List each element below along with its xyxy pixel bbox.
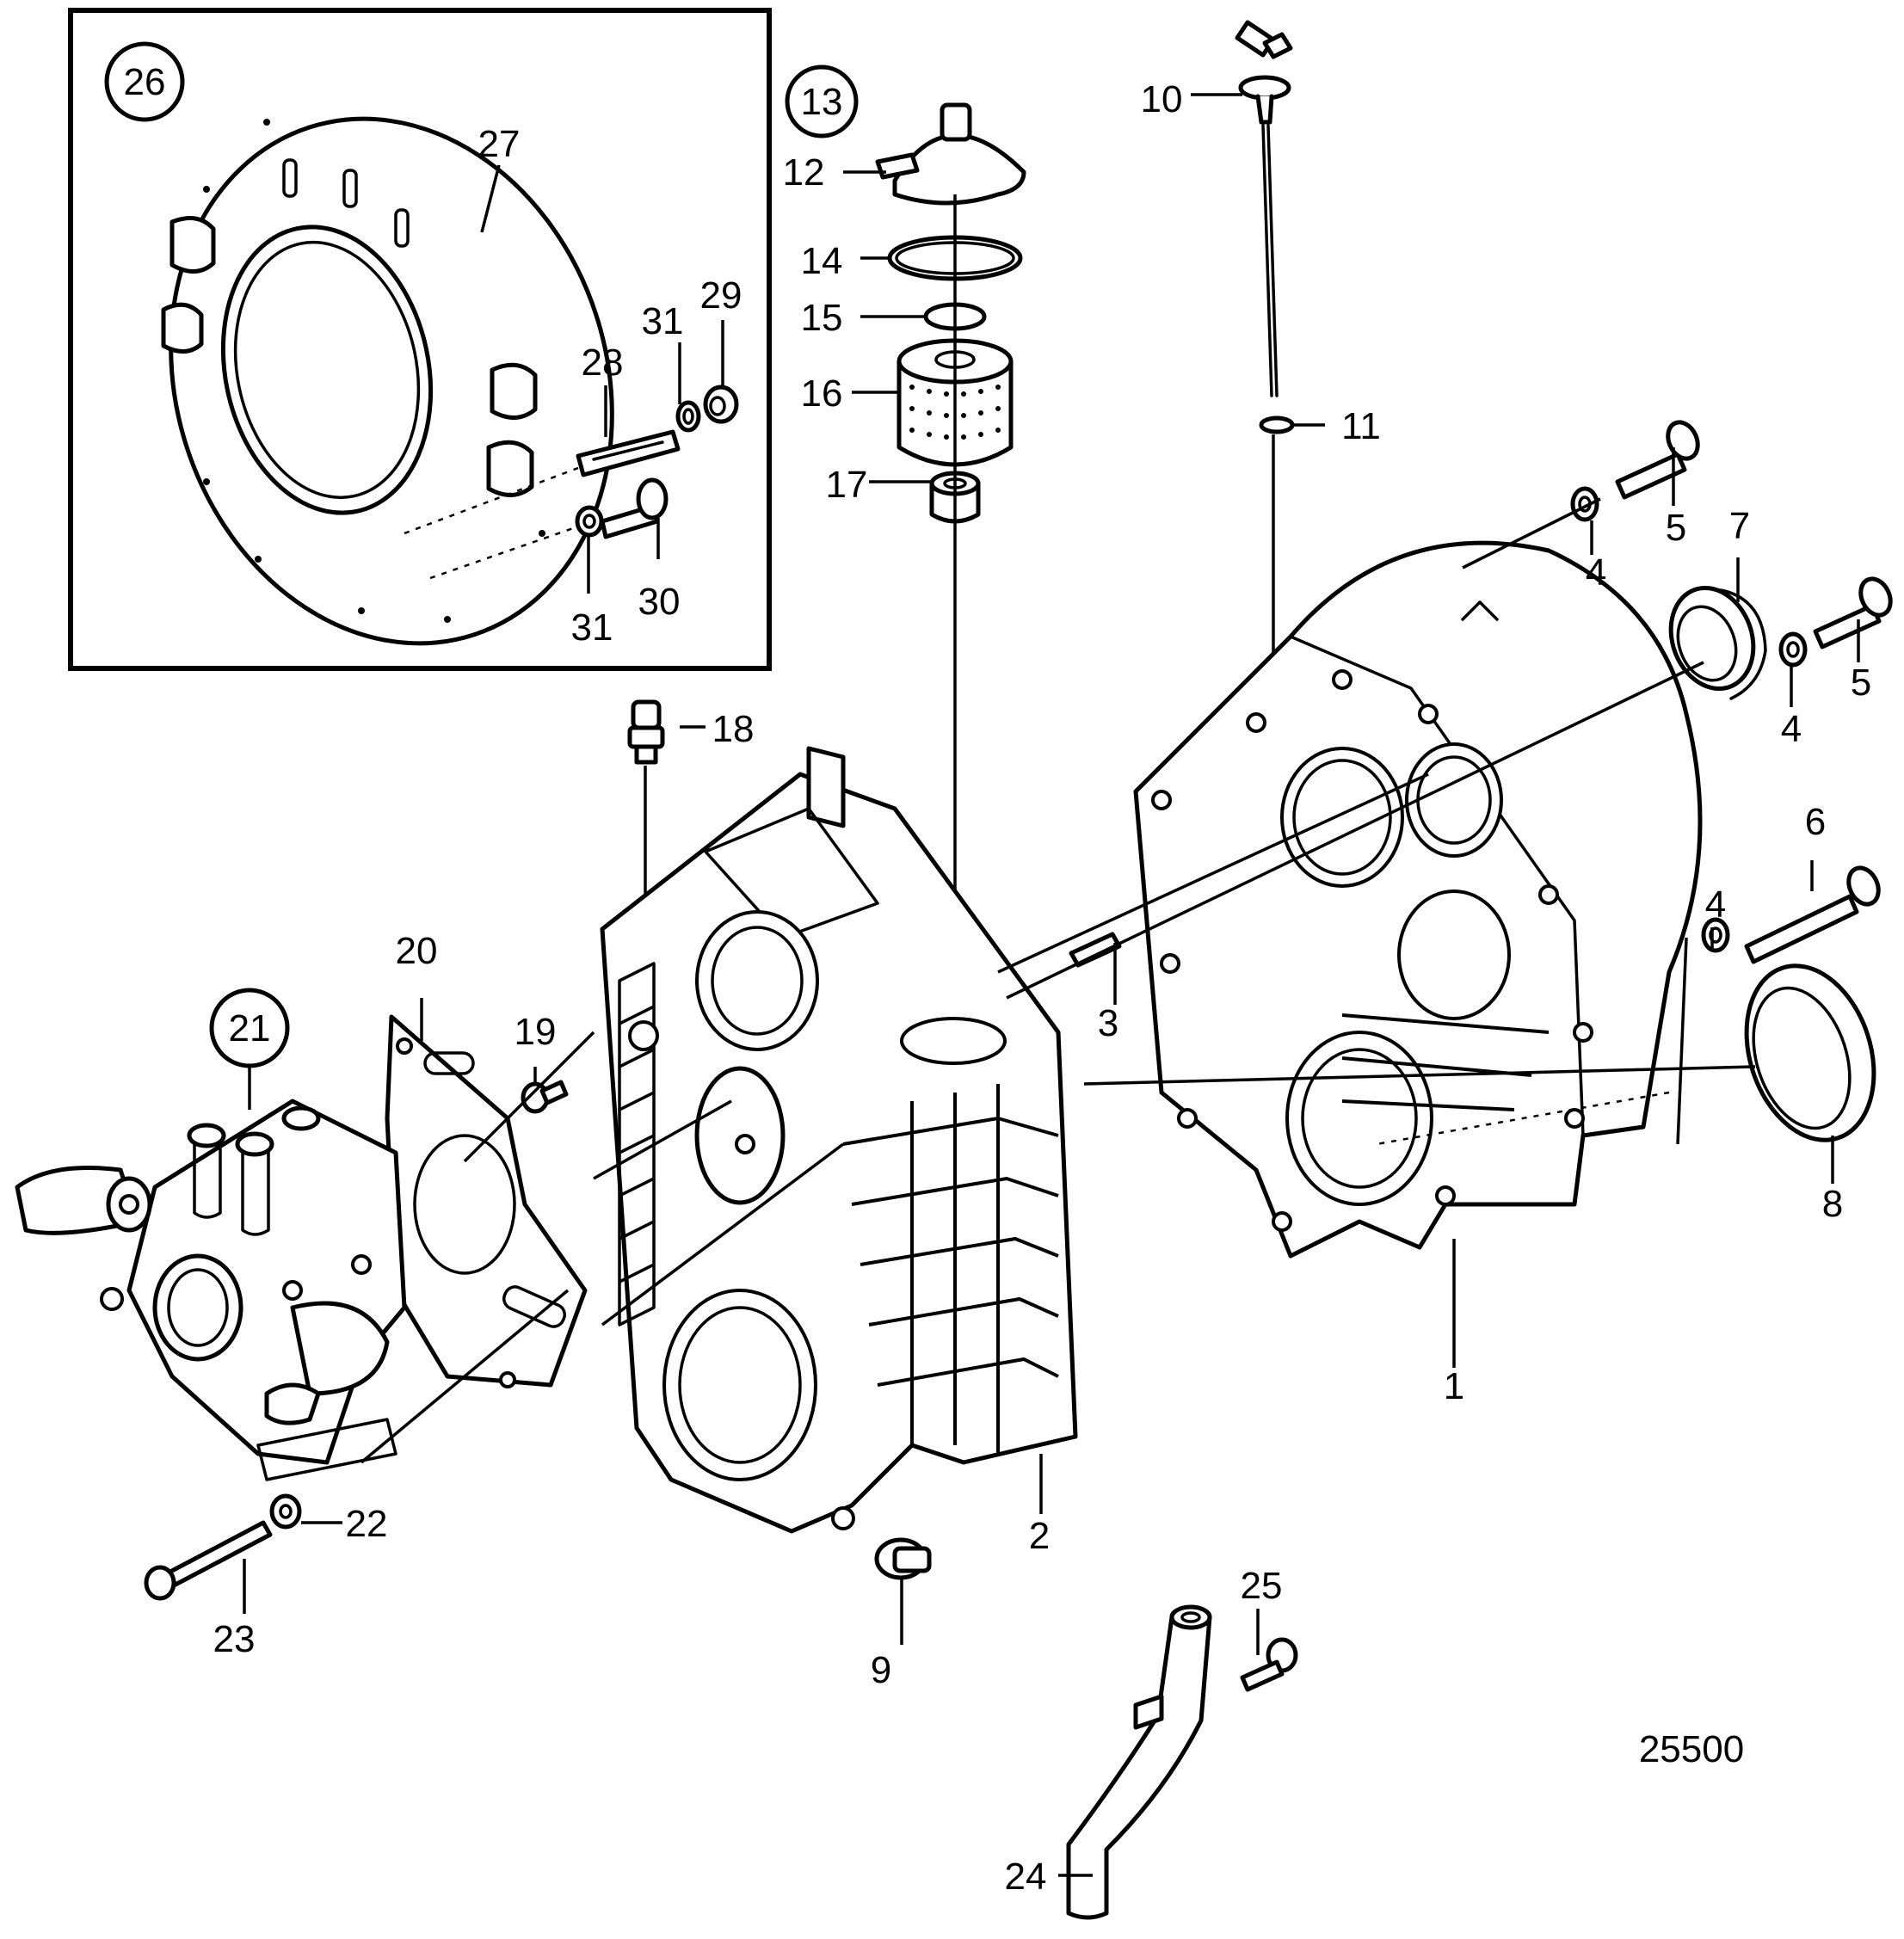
- filter-cover-part-12: [875, 102, 1026, 206]
- callout-leaders: [243, 93, 1860, 1877]
- adapter-plate-part-27: [161, 116, 614, 646]
- callout-circle-21: [209, 988, 290, 1068]
- washer-part-4-low: [1701, 917, 1730, 953]
- bolt-part-6: [1744, 865, 1881, 964]
- callout-labels: 1 2 3 4 4 4 5 5 6 7 8 9 10 11 12 13 14 1…: [124, 61, 1872, 1898]
- callout-25: 25: [1241, 1565, 1283, 1607]
- callout-27: 27: [478, 123, 521, 165]
- plug-part-9: [874, 1537, 932, 1580]
- bolt-part-30: [600, 477, 669, 539]
- callout-12: 12: [783, 151, 825, 194]
- callout-24: 24: [1005, 1856, 1047, 1898]
- callout-4-mid: 4: [1781, 708, 1802, 750]
- callout-9: 9: [871, 1649, 891, 1691]
- assembly-lines: [360, 497, 1756, 1464]
- callout-2: 2: [1029, 1515, 1050, 1557]
- seal-part-7: [1668, 585, 1767, 700]
- callout-14: 14: [801, 240, 843, 282]
- cap-nut-part-29: [703, 385, 739, 424]
- seal-ring-part-8: [1744, 963, 1876, 1142]
- valve-block-part-21: [15, 1099, 407, 1481]
- washer-part-22: [269, 1493, 302, 1530]
- flywheel-housing-part-1: [1133, 540, 1703, 1259]
- dowel-pin-part-3: [1069, 932, 1122, 968]
- dipstick-part-10: [1235, 20, 1293, 397]
- callout-20: 20: [396, 930, 438, 972]
- callout-8: 8: [1822, 1183, 1843, 1225]
- callout-29: 29: [700, 274, 742, 317]
- washer-part-31-lower: [575, 505, 604, 538]
- callout-21: 21: [229, 1007, 271, 1050]
- bolt-part-5-mid: [1813, 576, 1893, 649]
- housing-part-2: [600, 746, 1078, 1534]
- stud-part-28: [576, 429, 681, 477]
- callout-17: 17: [826, 464, 868, 506]
- callout-23: 23: [213, 1618, 256, 1660]
- callout-5-mid: 5: [1851, 662, 1871, 704]
- callout-6: 6: [1805, 801, 1826, 843]
- sensor-part-18: [627, 699, 665, 765]
- callout-16: 16: [801, 372, 843, 415]
- callout-13: 13: [801, 81, 843, 123]
- callout-4-top: 4: [1586, 551, 1606, 594]
- bolt-part-23: [144, 1520, 273, 1601]
- callout-30: 30: [638, 581, 681, 623]
- callout-11: 11: [1341, 405, 1381, 447]
- bolt-part-5-top: [1615, 420, 1700, 500]
- callout-7: 7: [1729, 505, 1750, 547]
- callout-28: 28: [582, 342, 624, 384]
- callout-1: 1: [1444, 1365, 1464, 1407]
- callout-3: 3: [1098, 1002, 1118, 1044]
- callout-circle-26: [104, 41, 185, 122]
- callout-15: 15: [801, 297, 843, 339]
- callout-31-upper: 31: [642, 300, 684, 342]
- figure-number: 25500: [1639, 1728, 1744, 1770]
- callout-4-low: 4: [1705, 883, 1726, 926]
- callout-circle-13: [785, 65, 859, 138]
- callout-18: 18: [712, 708, 755, 750]
- callout-10: 10: [1141, 78, 1183, 120]
- pipe-part-24: [1066, 1604, 1212, 1920]
- callout-22: 22: [346, 1503, 388, 1545]
- callout-31-lower: 31: [571, 606, 613, 649]
- callout-26: 26: [124, 61, 166, 103]
- seal-ring-part-11: [1259, 416, 1295, 434]
- inset-box: [68, 8, 772, 671]
- washer-part-31-upper: [675, 400, 701, 433]
- washer-part-4-mid: [1778, 631, 1808, 668]
- callout-19: 19: [515, 1011, 557, 1053]
- callout-5-top: 5: [1666, 507, 1686, 549]
- bolt-part-25: [1240, 1637, 1298, 1692]
